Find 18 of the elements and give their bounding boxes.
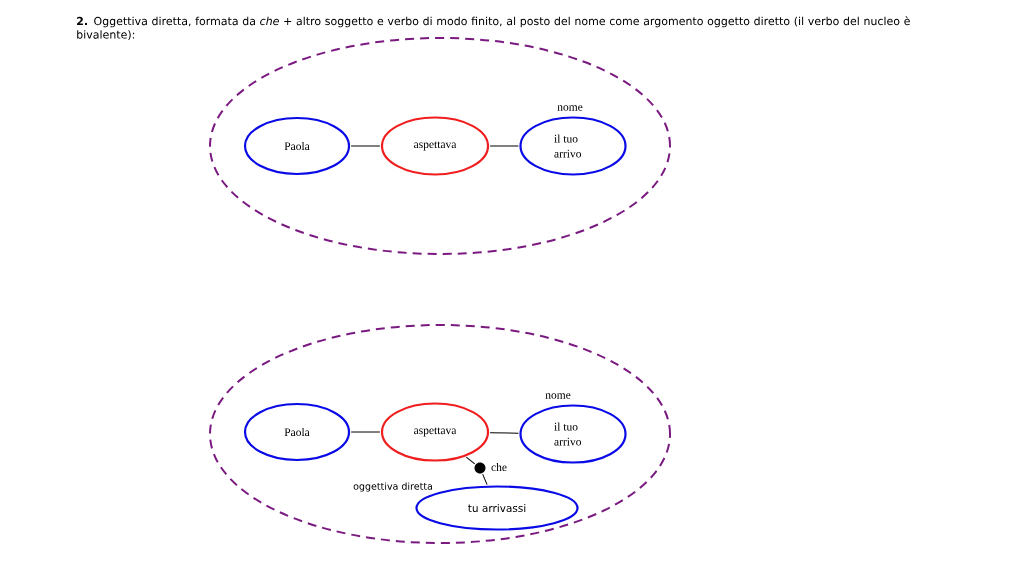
connector xyxy=(465,456,476,465)
connector xyxy=(482,473,488,486)
ellipse-node: il tuo arrivo xyxy=(519,404,627,464)
heading: 2. Oggettiva diretta, formata da che + altro soggetto e verbo di modo finito, al posto del nome come argomento oggetto diretto (il verbo del nucleo è bivalente): xyxy=(77,16,910,40)
ellipse-node: aspettava xyxy=(380,116,490,176)
ellipse-node: Paola xyxy=(243,402,351,462)
node-caption: nome xyxy=(545,393,571,399)
ellipse-node: aspettava xyxy=(380,402,490,462)
connector xyxy=(350,145,381,147)
connector xyxy=(350,431,381,433)
node-caption: che xyxy=(491,462,507,472)
ellipse-node: il tuo arrivo xyxy=(519,116,627,176)
dashed-ellipse xyxy=(209,324,671,544)
node-caption: nome xyxy=(557,105,583,111)
connector xyxy=(489,432,519,434)
dashed-ellipse xyxy=(209,37,671,255)
connector xyxy=(489,145,519,147)
ellipse-node: Paola xyxy=(243,116,351,176)
